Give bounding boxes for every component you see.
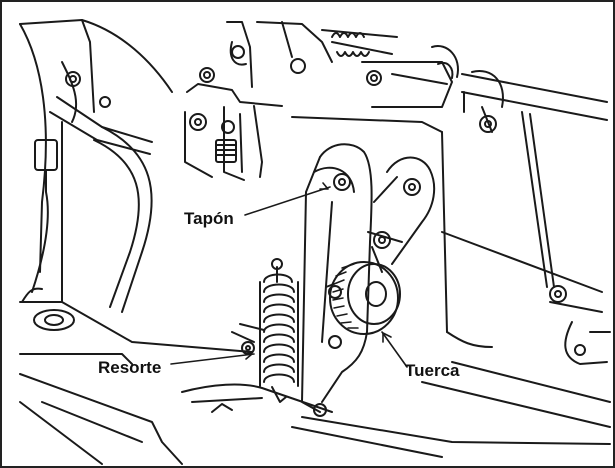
nut-leader: [381, 331, 408, 368]
linkage-arm: [367, 156, 436, 273]
left-bracket: [184, 67, 283, 181]
left-rod: [31, 126, 153, 313]
base-screw: [21, 287, 75, 331]
vertical-plate: [301, 143, 373, 417]
coil-spring: [231, 258, 299, 403]
upper-left-casting: [19, 19, 173, 273]
leader-lines: [170, 182, 408, 368]
stopper-leader: [244, 186, 331, 216]
label-stopper: Tapón: [184, 209, 234, 228]
base-plate: [19, 353, 611, 465]
spring-leader: [170, 353, 255, 365]
label-nut: Tuerca: [405, 361, 460, 380]
machine-body: [19, 116, 603, 353]
knurled-nut: [325, 261, 401, 335]
label-spring: Resorte: [98, 358, 162, 377]
right-side-parts: [521, 111, 611, 365]
upper-right-rod: [461, 70, 608, 133]
top-bracket: [226, 21, 459, 108]
